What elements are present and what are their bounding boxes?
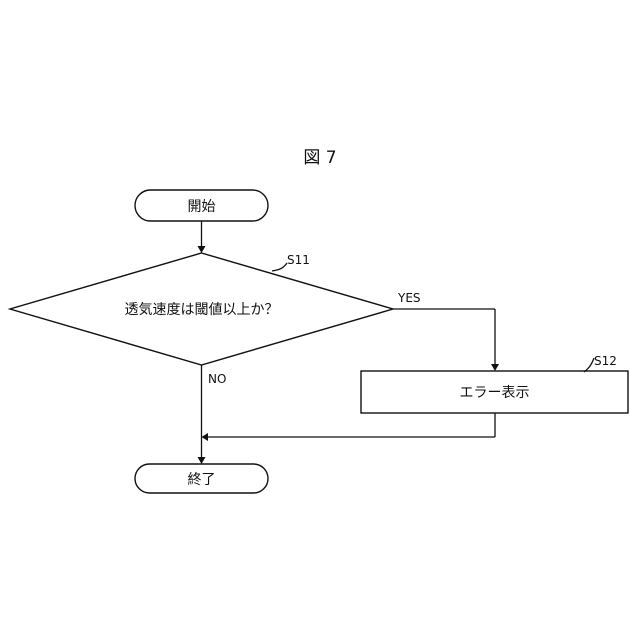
process-return-arrowhead bbox=[202, 433, 209, 441]
process-reference-label: S12 bbox=[594, 354, 617, 368]
decision-reference-leader bbox=[272, 263, 287, 271]
no-arrowhead bbox=[198, 457, 206, 464]
process-reference-leader bbox=[584, 358, 594, 372]
no-label: NO bbox=[208, 372, 226, 386]
end-label: 終了 bbox=[188, 472, 216, 488]
figure-title: 図 7 bbox=[303, 148, 336, 168]
yes-arrowhead bbox=[491, 364, 499, 371]
decision-label: 透気速度は閾値以上か？ bbox=[125, 302, 279, 318]
error-display-label: エラー表示 bbox=[460, 385, 530, 401]
start-label: 開始 bbox=[188, 199, 216, 215]
start-to-decision-arrowhead bbox=[198, 246, 206, 253]
yes-label: YES bbox=[397, 291, 421, 305]
decision-reference-label: S11 bbox=[287, 253, 310, 267]
